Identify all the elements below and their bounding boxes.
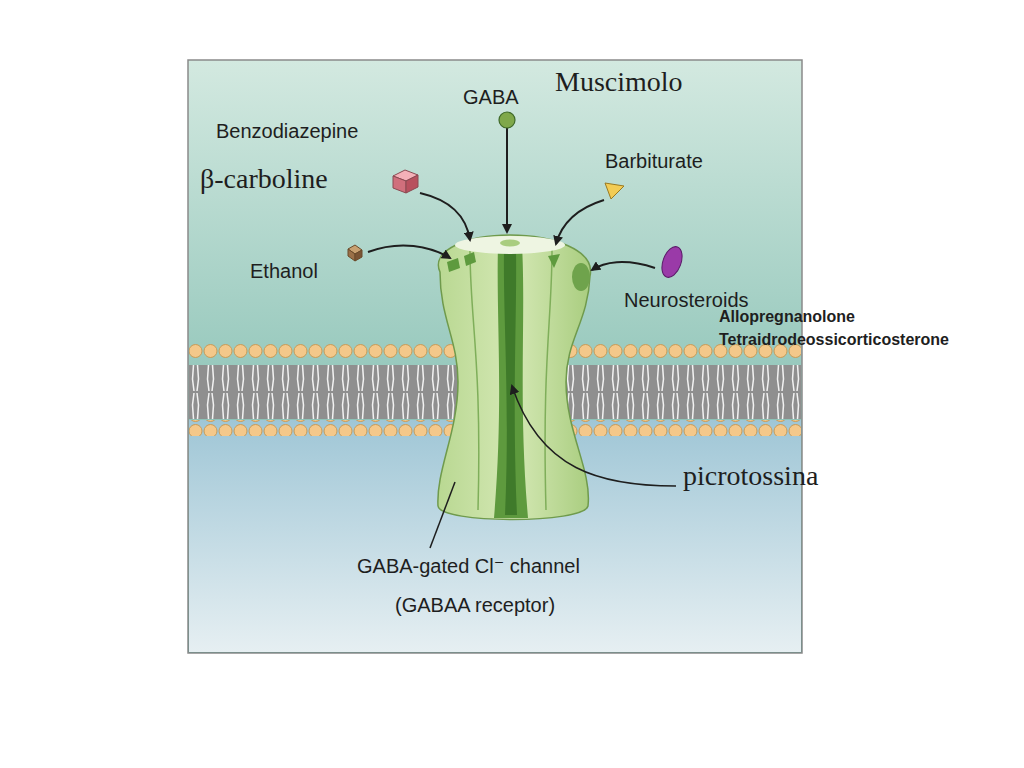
steroid-name: Tetraidrodeossicorticosterone xyxy=(719,331,949,349)
ligand-label: Benzodiazepine xyxy=(216,120,358,143)
ligand-label: GABA xyxy=(463,86,519,109)
receptor-caption: (GABAA receptor) xyxy=(395,594,555,617)
ligand-label: Ethanol xyxy=(250,260,318,283)
ligand-label: Barbiturate xyxy=(605,150,703,173)
site-label: picrotossina xyxy=(683,460,818,492)
ligand-label: β-carboline xyxy=(200,163,328,195)
receptor-caption: GABA-gated Cl⁻ channel xyxy=(357,555,580,578)
ligand-label: Muscimolo xyxy=(555,66,683,98)
steroid-name: Allopregnanolone xyxy=(719,308,855,326)
